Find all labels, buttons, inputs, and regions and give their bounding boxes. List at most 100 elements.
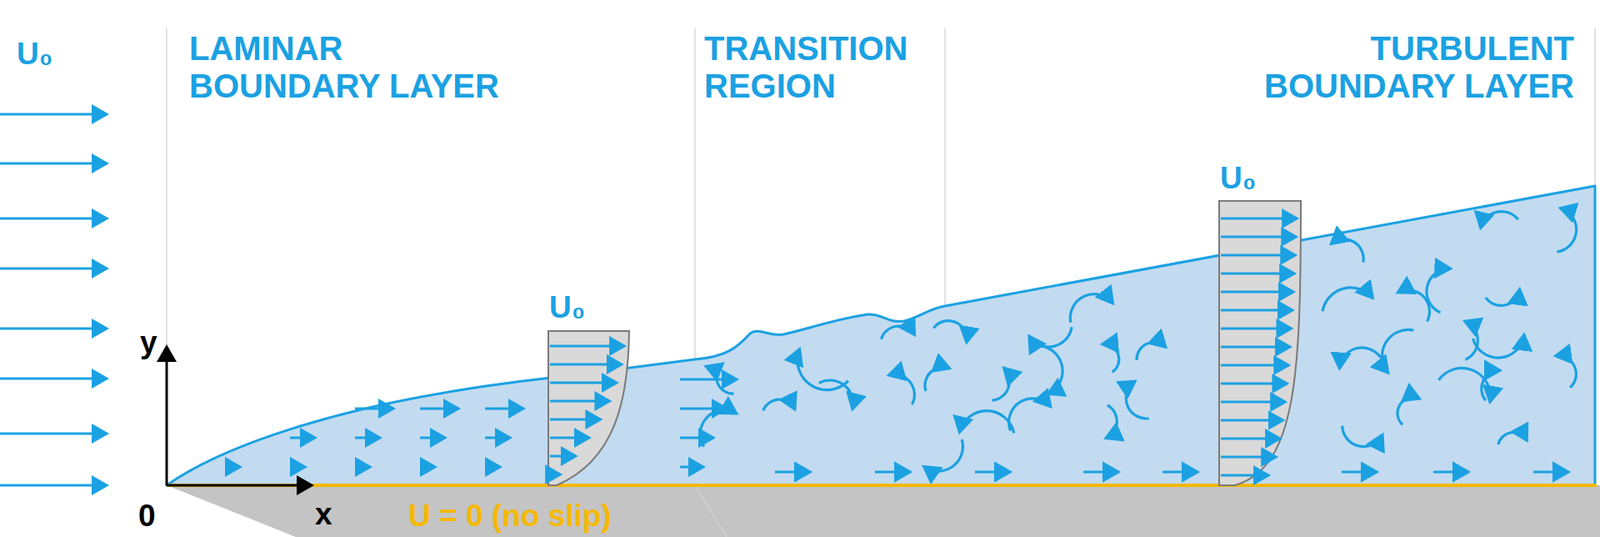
eddy-arrow (1322, 287, 1373, 311)
profile-arrow (1220, 382, 1287, 385)
eddy-arrow (1029, 326, 1072, 347)
near-wall-arrow (1341, 470, 1377, 473)
free-stream-arrow (0, 162, 107, 165)
eddy-arrow (1480, 211, 1519, 229)
laminar-arrow (485, 436, 510, 440)
laminar-arrow (680, 465, 704, 469)
eddy-arrow (1009, 398, 1051, 431)
laminar-arrow (485, 407, 524, 410)
laminar-arrow (485, 465, 500, 469)
profile-arrow (1220, 437, 1280, 440)
boundary-layer-region (166, 185, 1595, 485)
x-axis (166, 484, 312, 487)
eddy-arrow (1382, 329, 1415, 373)
eddy-arrow (1340, 347, 1381, 369)
eddy-arrow (1465, 320, 1479, 360)
near-wall-arrow (1433, 470, 1469, 473)
free-stream-arrow (0, 484, 107, 487)
laminar-velocity-profile (548, 330, 630, 485)
free-stream-velocity: U₀ (16, 36, 53, 71)
eddy-arrow (1342, 425, 1383, 447)
laminar-arrow (680, 378, 737, 381)
eddy-arrow (1556, 208, 1576, 252)
region-heading: LAMINAR BOUNDARY LAYER (189, 30, 511, 105)
near-wall-arrow (975, 470, 1010, 473)
profile-arrow (1220, 254, 1295, 257)
free-stream-arrow (0, 267, 107, 270)
profile-arrow (1220, 272, 1295, 275)
free-stream-arrows (0, 114, 107, 485)
laminar-arrow (420, 465, 435, 469)
origin-label: 0 (138, 498, 156, 533)
laminar-arrow (355, 465, 370, 469)
wall-condition: U = 0 (no slip) (408, 498, 612, 533)
eddy-arrow (1498, 432, 1527, 445)
free-stream-arrow (0, 377, 107, 380)
eddy-arrow (1035, 345, 1063, 395)
eddy-arrow (889, 374, 915, 405)
eddy-arrow (959, 410, 1014, 434)
profile-arrow (550, 455, 576, 458)
near-wall-arrow (1083, 470, 1119, 473)
free-stream-arrow (0, 432, 107, 435)
eddy-arrow (1481, 370, 1500, 400)
eddy-arrow (1473, 334, 1525, 358)
eddy-arrow (925, 366, 950, 391)
eddy-arrow (1105, 405, 1117, 439)
laminar-arrow (225, 465, 240, 469)
free-stream-arrow (0, 113, 107, 116)
eddy-arrow (992, 367, 1010, 400)
near-wall-arrow (1533, 470, 1569, 473)
free-stream-arrow (0, 217, 107, 220)
laminar-arrow (290, 436, 315, 440)
eddy-arrow (1136, 342, 1166, 360)
profile-arrow (1220, 217, 1297, 220)
near-wall-arrow (775, 470, 810, 473)
profile-arrow (1220, 400, 1285, 404)
eddy-arrows (700, 208, 1576, 472)
ground-seam (695, 485, 727, 537)
wall-line (166, 483, 1597, 487)
laminar-flow-arrows (225, 379, 737, 467)
eddy-arrow (1331, 239, 1365, 263)
profile-arrow (1220, 327, 1291, 330)
profile-arrow (550, 363, 622, 366)
eddy-arrow (1102, 344, 1120, 373)
profile-arrow (1220, 455, 1276, 459)
axis-label: x (315, 496, 333, 531)
profile-arrow (1220, 419, 1284, 422)
y-axis (165, 346, 169, 485)
profile-arrows (550, 218, 1297, 475)
region-heading: TRANSITION REGION (704, 30, 940, 105)
axis-label: y (140, 325, 158, 360)
eddy-arrow (1485, 289, 1520, 306)
profile-arrow (550, 400, 610, 403)
eddy-arrow (716, 363, 735, 394)
profile-arrow (1220, 364, 1289, 367)
eddy-arrow (1555, 355, 1577, 388)
free-stream-velocity: U₀ (549, 290, 585, 325)
region-separators (166, 28, 1595, 485)
profile-arrow (550, 345, 625, 348)
eddy-arrow (763, 399, 795, 410)
eddy-arrow (1426, 268, 1451, 313)
free-stream-velocity: U₀ (1220, 160, 1256, 195)
eddy-arrow (1070, 294, 1113, 323)
eddy-arrow (933, 320, 967, 343)
turbulent-velocity-profile (1219, 200, 1301, 485)
eddy-arrow (1125, 380, 1149, 419)
laminar-arrow (420, 436, 445, 440)
profile-arrow (1220, 345, 1290, 349)
profile-arrow (550, 381, 617, 385)
profile-arrow (550, 473, 560, 476)
profile-arrow (1220, 290, 1294, 294)
eddy-arrow (1397, 290, 1430, 322)
wall-ground (166, 485, 1600, 537)
profile-arrow (1220, 474, 1269, 477)
laminar-arrow (420, 407, 459, 410)
eddy-arrow (700, 410, 736, 447)
eddy-arrow (880, 325, 915, 340)
eddy-arrow (924, 439, 964, 471)
laminar-arrow (290, 465, 305, 469)
profile-arrow (1220, 309, 1293, 312)
